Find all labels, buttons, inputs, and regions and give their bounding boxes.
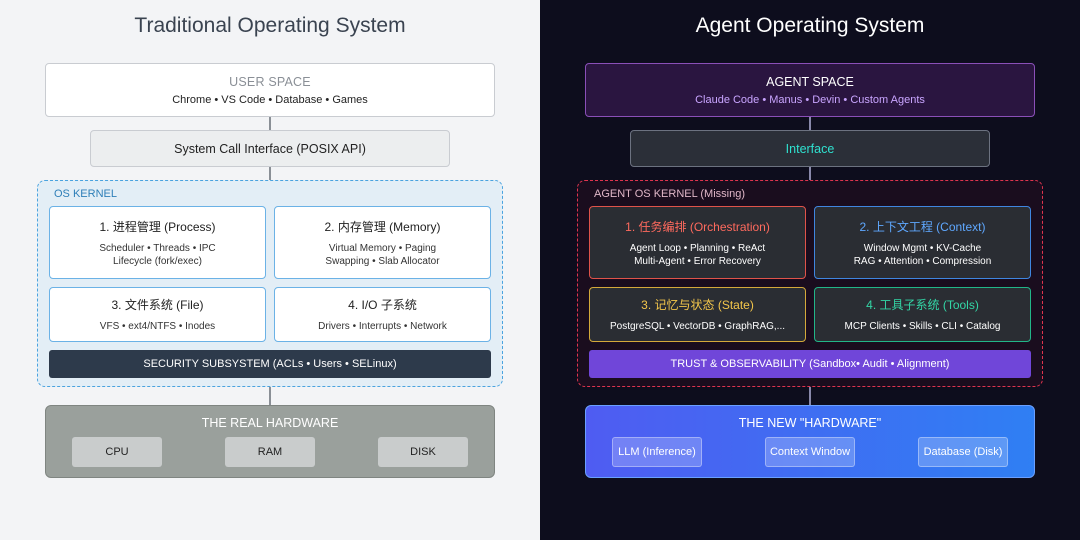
connector — [809, 167, 811, 180]
process-line2: Lifecycle (fork/exec) — [113, 255, 202, 267]
agent-space-items: Claude Code • Manus • Devin • Custom Age… — [695, 93, 925, 106]
traditional-os-title: Traditional Operating System — [134, 14, 406, 37]
os-kernel-label: OS KERNEL — [54, 188, 117, 200]
context-window-chip: Context Window — [765, 437, 855, 467]
tools-title: 4. 工具子系统 (Tools) — [866, 298, 979, 312]
orchestration-line2: Multi-Agent • Error Recovery — [634, 255, 761, 267]
connector — [809, 387, 811, 405]
security-subsystem-bar: SECURITY SUBSYSTEM (ACLs • Users • SELin… — [49, 350, 491, 378]
orchestration-box: 1. 任务编排 (Orchestration) Agent Loop • Pla… — [589, 206, 806, 279]
file-box: 3. 文件系统 (File) VFS • ext4/NTFS • Inodes — [49, 287, 266, 342]
syscall-interface-box: System Call Interface (POSIX API) — [90, 130, 450, 167]
interface-box: Interface — [630, 130, 990, 167]
new-hardware-box: THE NEW "HARDWARE" — [585, 405, 1035, 478]
io-line1: Drivers • Interrupts • Network — [318, 321, 447, 332]
database-chip: Database (Disk) — [918, 437, 1008, 467]
disk-chip: DISK — [378, 437, 468, 467]
process-box: 1. 进程管理 (Process) Scheduler • Threads • … — [49, 206, 266, 279]
io-title: 4. I/O 子系统 — [348, 298, 417, 312]
file-line1: VFS • ext4/NTFS • Inodes — [99, 321, 216, 332]
process-title: 1. 进程管理 (Process) — [99, 219, 216, 234]
state-line1: PostgreSQL • VectorDB • GraphRAG,... — [609, 321, 786, 332]
agent-kernel-label: AGENT OS KERNEL (Missing) — [594, 188, 745, 200]
user-space-items: Chrome • VS Code • Database • Games — [172, 93, 368, 106]
orchestration-line1: Agent Loop • Planning • ReAct — [629, 242, 766, 254]
memory-line2: Swapping • Slab Allocator — [325, 255, 440, 267]
tools-box: 4. 工具子系统 (Tools) MCP Clients • Skills • … — [814, 287, 1031, 342]
real-hardware-title: THE REAL HARDWARE — [201, 416, 339, 430]
llm-chip: LLM (Inference) — [612, 437, 702, 467]
user-space-heading: USER SPACE — [229, 74, 311, 89]
agent-space-box: AGENT SPACE Claude Code • Manus • Devin … — [585, 63, 1035, 117]
agent-os-title: Agent Operating System — [695, 14, 925, 37]
trust-observability-bar: TRUST & OBSERVABILITY (Sandbox• Audit • … — [589, 350, 1031, 378]
agent-os-panel: Agent Operating System AGENT SPACE Claud… — [540, 0, 1080, 540]
traditional-os-panel: Traditional Operating System USER SPACE … — [0, 0, 540, 540]
io-box: 4. I/O 子系统 Drivers • Interrupts • Networ… — [274, 287, 491, 342]
ram-chip: RAM — [225, 437, 315, 467]
connector — [269, 167, 271, 180]
memory-line1: Virtual Memory • Paging — [328, 242, 437, 254]
file-title: 3. 文件系统 (File) — [111, 298, 204, 312]
memory-box: 2. 内存管理 (Memory) Virtual Memory • Paging… — [274, 206, 491, 279]
process-line1: Scheduler • Threads • IPC — [99, 242, 216, 254]
agent-space-heading: AGENT SPACE — [766, 74, 854, 89]
cpu-chip: CPU — [72, 437, 162, 467]
context-title: 2. 上下文工程 (Context) — [859, 219, 986, 234]
state-box: 3. 记忆与状态 (State) PostgreSQL • VectorDB •… — [589, 287, 806, 342]
orchestration-title: 1. 任务编排 (Orchestration) — [625, 219, 770, 234]
context-box: 2. 上下文工程 (Context) Window Mgmt • KV-Cach… — [814, 206, 1031, 279]
state-title: 3. 记忆与状态 (State) — [641, 298, 754, 312]
new-hardware-title: THE NEW "HARDWARE" — [738, 416, 882, 430]
user-space-box: USER SPACE Chrome • VS Code • Database •… — [45, 63, 495, 117]
context-line1: Window Mgmt • KV-Cache — [863, 242, 982, 254]
tools-line1: MCP Clients • Skills • CLI • Catalog — [844, 321, 1001, 332]
connector — [269, 387, 271, 405]
connector — [809, 117, 811, 130]
connector — [269, 117, 271, 130]
memory-title: 2. 内存管理 (Memory) — [324, 219, 441, 234]
context-line2: RAG • Attention • Compression — [853, 255, 992, 267]
